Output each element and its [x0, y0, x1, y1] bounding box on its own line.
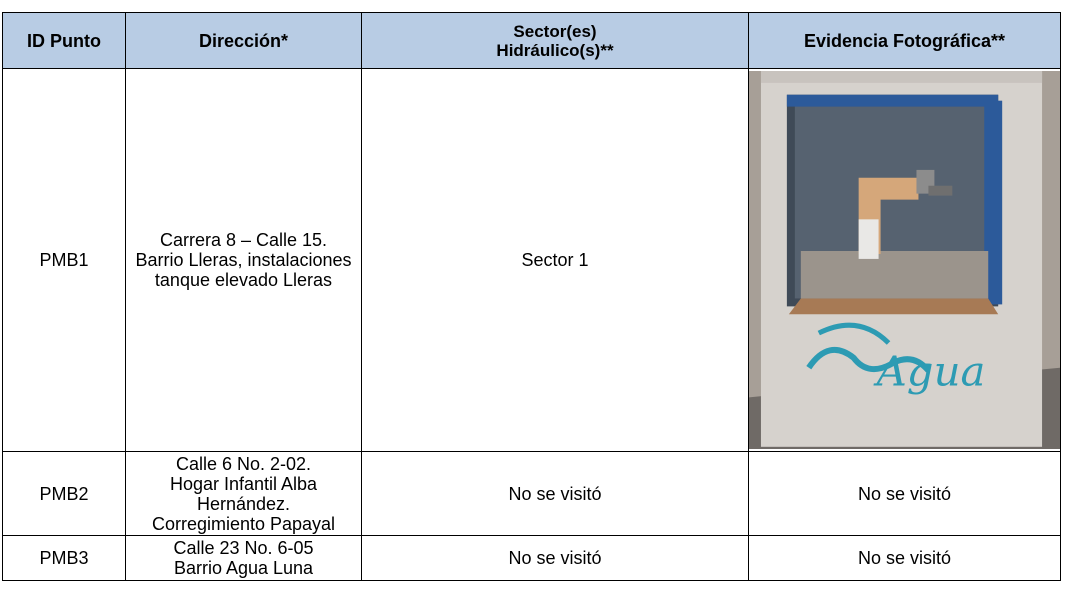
address-line: tanque elevado Lleras	[154, 270, 333, 290]
header-id-punto: ID Punto	[2, 12, 126, 69]
cell-id: PMB2	[2, 451, 126, 536]
cell-evidencia: No se visitó	[748, 451, 1061, 536]
address-line: Barrio Agua Luna	[173, 558, 314, 578]
cell-direccion: Calle 6 No. 2-02. Hogar Infantil Alba He…	[125, 451, 362, 536]
cell-evidencia: No se visitó	[748, 535, 1061, 581]
cell-sector: No se visitó	[361, 451, 749, 536]
photo-graffiti-text: Agua	[873, 346, 986, 395]
table-row: PMB3 Calle 23 No. 6-05 Barrio Agua Luna …	[2, 535, 1061, 581]
cell-direccion: Calle 23 No. 6-05 Barrio Agua Luna	[125, 535, 362, 581]
cell-direccion: Carrera 8 – Calle 15. Barrio Lleras, ins…	[125, 68, 362, 452]
cell-sector: Sector 1	[361, 68, 749, 452]
header-sector: Sector(es) Hidráulico(s)**	[361, 12, 749, 69]
cell-sector: No se visitó	[361, 535, 749, 581]
evidence-photo: Agua	[749, 70, 1060, 450]
cell-evidencia: Agua	[748, 68, 1061, 452]
points-table: ID Punto Dirección* Sector(es) Hidráulic…	[2, 12, 1061, 581]
header-sector-text: Sector(es) Hidráulico(s)**	[496, 21, 614, 60]
cell-id: PMB3	[2, 535, 126, 581]
header-evidencia: Evidencia Fotográfica**	[748, 12, 1061, 69]
header-direccion: Dirección*	[125, 12, 362, 69]
address-line: Calle 6 No. 2-02.	[175, 453, 312, 474]
address-line: Corregimiento Papayal	[151, 513, 336, 534]
cell-id: PMB1	[2, 68, 126, 452]
header-row: ID Punto Dirección* Sector(es) Hidráulic…	[2, 12, 1061, 69]
address-line: Barrio Lleras, instalaciones	[135, 250, 352, 270]
address-line: Hernández.	[196, 493, 291, 514]
address-line: Carrera 8 – Calle 15.	[159, 230, 328, 250]
table-row: PMB1 Carrera 8 – Calle 15. Barrio Lleras…	[2, 68, 1061, 452]
address-line: Calle 23 No. 6-05	[173, 538, 314, 558]
table-row: PMB2 Calle 6 No. 2-02. Hogar Infantil Al…	[2, 451, 1061, 536]
address-line: Hogar Infantil Alba	[169, 473, 318, 494]
